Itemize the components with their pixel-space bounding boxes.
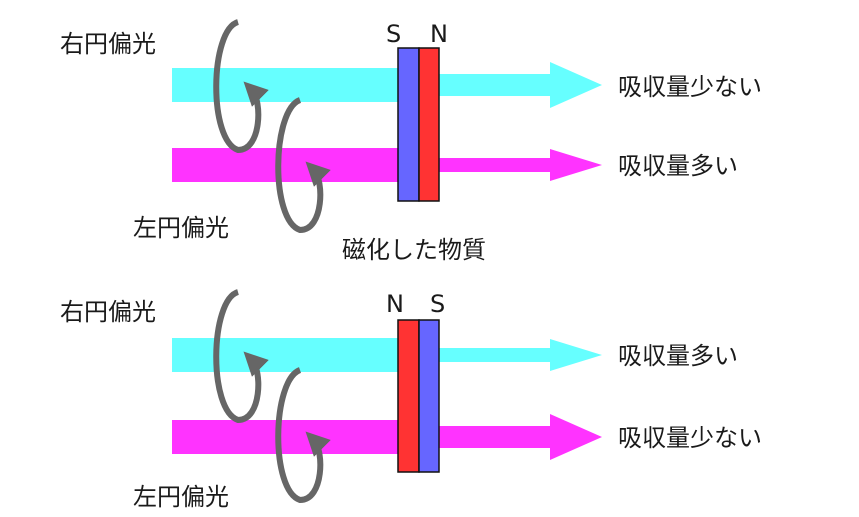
bottom-north-pole-bar bbox=[397, 319, 420, 473]
bottom-south-pole-bar bbox=[418, 319, 440, 473]
top-left-circular-beam bbox=[172, 148, 602, 182]
bottom-right-circular-beam bbox=[172, 338, 602, 372]
top-pole-right-label: N bbox=[430, 20, 448, 48]
bottom-upper-outcome-label: 吸収量多い bbox=[618, 342, 738, 370]
bottom-pole-left-label: N bbox=[386, 290, 404, 318]
top-pole-left-label: S bbox=[386, 20, 401, 48]
top-left-rotation-icon bbox=[275, 97, 331, 234]
top-lower-arrowhead bbox=[550, 149, 602, 181]
bottom-left-circular-label: 左円偏光 bbox=[133, 483, 229, 511]
bottom-upper-arrowhead bbox=[550, 339, 602, 371]
magnetized-material-caption: 磁化した物質 bbox=[342, 236, 486, 264]
top-right-circular-label: 右円偏光 bbox=[60, 30, 156, 58]
bottom-pole-right-label: S bbox=[430, 290, 445, 318]
top-right-circular-beam bbox=[172, 62, 602, 108]
top-left-circular-label: 左円偏光 bbox=[133, 214, 229, 242]
top-south-pole-bar bbox=[397, 47, 420, 202]
top-panel: 右円偏光 左円偏光 S N 吸収量少ない 吸収量多い bbox=[60, 19, 762, 242]
top-north-pole-bar bbox=[418, 47, 440, 202]
top-upper-arrowhead bbox=[550, 62, 602, 108]
bottom-left-circular-beam bbox=[172, 414, 602, 460]
bottom-right-circular-label: 右円偏光 bbox=[60, 298, 156, 326]
bottom-lower-outcome-label: 吸収量少ない bbox=[618, 424, 762, 452]
bottom-lower-arrowhead bbox=[550, 414, 602, 460]
bottom-right-rotation-icon bbox=[213, 289, 269, 424]
top-right-rotation-icon bbox=[213, 19, 269, 154]
bottom-left-rotation-icon bbox=[275, 367, 331, 504]
bottom-panel: 右円偏光 左円偏光 N S 吸収量多い 吸収量少ない bbox=[60, 289, 762, 511]
top-upper-outcome-label: 吸収量少ない bbox=[618, 73, 762, 101]
top-lower-outcome-label: 吸収量多い bbox=[618, 152, 738, 180]
